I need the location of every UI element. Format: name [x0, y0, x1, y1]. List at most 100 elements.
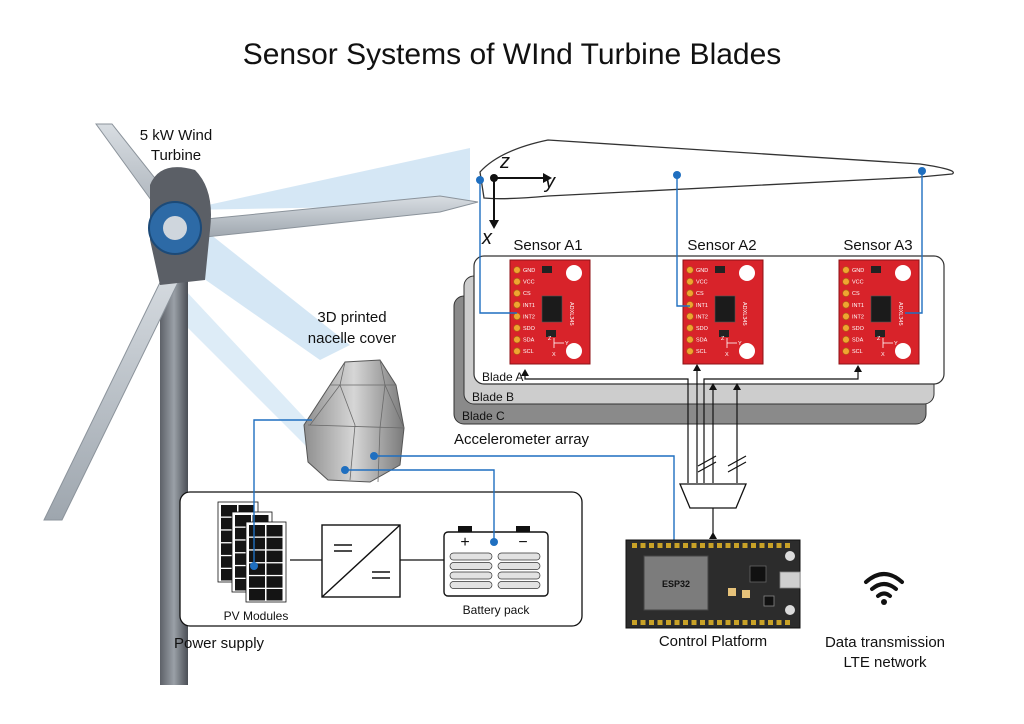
sensor-smd-component — [871, 266, 881, 273]
header-pin — [666, 620, 671, 625]
pin-pad — [686, 312, 694, 321]
pin-label: INT1 — [696, 303, 708, 309]
wire-sensor-a1 — [479, 180, 517, 314]
wifi-icon-dot — [881, 599, 887, 605]
wire-pv-to-cover — [253, 419, 312, 566]
pin-label: GND — [852, 268, 864, 274]
pv-cell — [249, 550, 265, 563]
pin-pad — [513, 324, 521, 332]
battery-pack-label: Battery pack — [463, 603, 531, 617]
pin-pad — [842, 278, 850, 286]
battery-cell — [497, 581, 541, 589]
header-pin — [657, 620, 663, 625]
mounting-hole — [566, 265, 582, 281]
header-pin — [785, 620, 790, 625]
wind-turbine: 5 kW Wind Turbine — [43, 123, 479, 685]
nacelle-projection-beam — [170, 230, 350, 360]
pv-cell — [221, 517, 237, 530]
header-pin — [674, 620, 680, 625]
boot-button — [785, 551, 795, 561]
pv-cell — [235, 540, 251, 553]
pv-cell — [249, 563, 265, 575]
diagram-title: Sensor Systems of WInd Turbine Blades — [243, 38, 782, 71]
pv-cell — [221, 569, 237, 581]
battery-plus-terminal — [458, 526, 472, 533]
board-axis-z: Z — [721, 336, 725, 342]
turbine-hub-center — [163, 216, 187, 240]
pin-pad — [513, 289, 521, 297]
pin-label: CS — [852, 291, 860, 297]
pv-cell — [252, 515, 269, 527]
board-axis-x: X — [552, 352, 556, 358]
board-axis-y: Y — [565, 341, 569, 347]
header-pin — [708, 620, 714, 625]
pin-label: VCC — [852, 280, 864, 286]
pv-cell — [235, 553, 251, 565]
blade-coordinate-axes: z y x — [481, 151, 556, 249]
pin-pad — [686, 301, 694, 309]
multiplexer — [679, 483, 747, 509]
header-pin — [742, 620, 748, 625]
pin-label: INT1 — [523, 303, 535, 309]
battery-cells — [449, 552, 541, 589]
y-axis-arrow — [543, 173, 552, 183]
battery-cell — [497, 562, 541, 570]
header-pin — [708, 543, 714, 548]
pin-label: SCL — [523, 349, 534, 355]
header-pin — [725, 543, 731, 548]
x-axis-label: x — [481, 227, 493, 249]
smd-component-2 — [742, 590, 750, 598]
sensor-a3-mount-dot — [918, 167, 926, 175]
pin-pad — [513, 301, 521, 309]
header-pin — [785, 543, 790, 548]
header-pin — [674, 543, 680, 548]
pin-pad — [686, 266, 694, 274]
sensor-smd-component — [546, 330, 556, 337]
sensor-wires — [479, 171, 923, 314]
sensor-smd-component — [719, 330, 729, 337]
pv-cell — [249, 525, 265, 537]
chip-label: ADXL345 — [568, 302, 574, 326]
sensor-a1-mount-dot — [476, 176, 484, 184]
header-pin — [734, 620, 739, 625]
power-wires — [253, 419, 675, 570]
cover-wire-dot — [341, 466, 349, 474]
pin-label: VCC — [696, 280, 708, 286]
blade-b-label: Blade B — [472, 390, 514, 404]
pv-cell — [235, 527, 251, 540]
wire-cover-to-controller — [374, 455, 675, 570]
sensor-smd-component — [715, 266, 725, 273]
mux-to-controller-arrow — [709, 532, 717, 539]
blade-c-label: Blade C — [462, 409, 505, 423]
header-pin — [691, 543, 697, 548]
nacelle-projection-beam-lower — [160, 290, 330, 450]
pv-wire-dot — [250, 562, 258, 570]
blade-a-label: Blade A — [482, 370, 523, 384]
esp32-header-pins — [632, 543, 790, 625]
pin-label: GND — [696, 268, 708, 274]
usb-connector — [779, 571, 801, 589]
battery-cell — [449, 571, 493, 580]
board-axis-y: Y — [894, 341, 898, 347]
header-pin — [691, 620, 697, 625]
pin-pad — [842, 347, 850, 355]
header-pin — [725, 620, 731, 625]
pin-label: INT2 — [523, 314, 535, 320]
data-bus-lines — [524, 369, 859, 483]
z-axis-label: z — [499, 151, 510, 173]
board-axis-z: Z — [877, 336, 881, 342]
accelerometer-chip — [870, 295, 892, 323]
pin-label: SDA — [523, 338, 535, 344]
pv-modules — [217, 501, 287, 603]
inverter-diagonal — [321, 524, 401, 598]
mounting-hole — [895, 265, 911, 281]
pv-cell — [235, 566, 251, 578]
board-axis-x: X — [881, 352, 885, 358]
pin-pad — [686, 289, 694, 297]
pv-cell — [266, 537, 283, 550]
pv-modules-label: PV Modules — [224, 609, 289, 623]
pv-cell — [266, 576, 283, 588]
sensor-a1-label: Sensor A1 — [513, 237, 582, 254]
battery-cell — [449, 562, 493, 570]
